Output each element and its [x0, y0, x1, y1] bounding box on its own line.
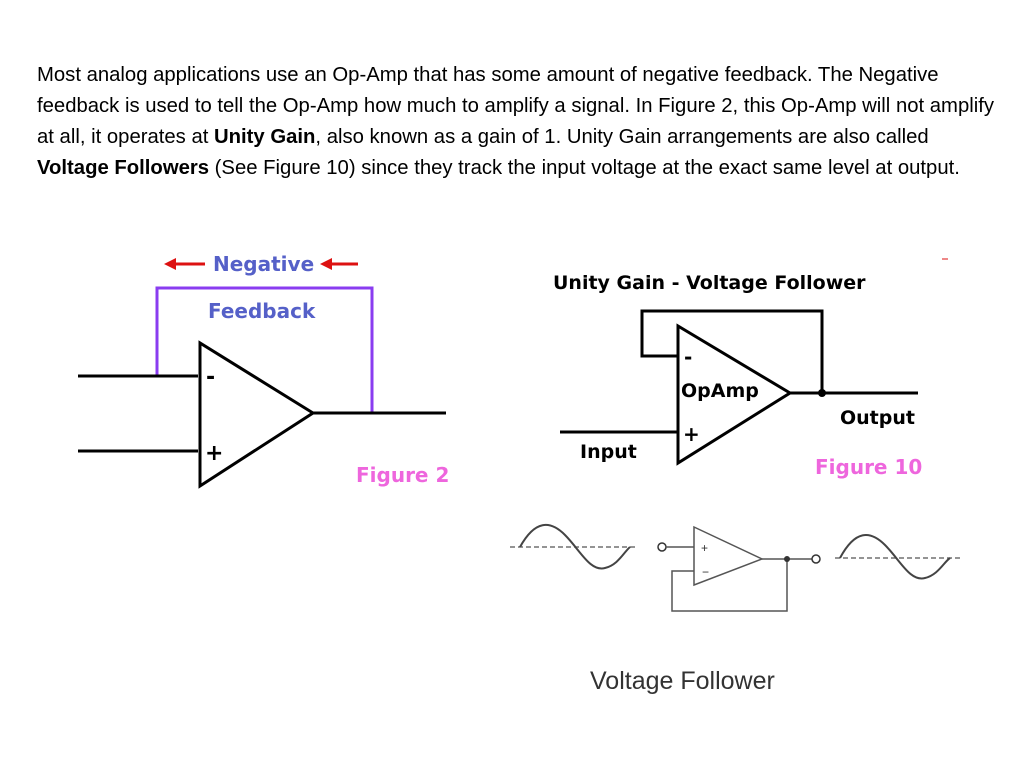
- paragraph-text-2: , also known as a gain of 1. Unity Gain …: [315, 126, 929, 148]
- follower-junction: [784, 556, 790, 562]
- output-sine-wave: [839, 534, 951, 580]
- follower-minus-sign: −: [702, 565, 709, 579]
- unity-gain-term: Unity Gain: [214, 126, 316, 148]
- output-terminal: [811, 554, 821, 564]
- plus-sign: +: [683, 422, 700, 446]
- plus-sign: +: [205, 441, 223, 466]
- follower-plus-sign: +: [701, 541, 708, 555]
- minus-sign: -: [206, 365, 215, 390]
- left-arrow-icon: [164, 258, 205, 270]
- left-arrow-icon: [320, 258, 358, 270]
- input-sine-wave: [519, 523, 631, 570]
- negative-label: Negative: [213, 252, 314, 276]
- figure-10: Unity Gain - Voltage Follower - OpAmp + …: [553, 258, 948, 479]
- junction-dot: [818, 389, 826, 397]
- figure-10-title: Unity Gain - Voltage Follower: [553, 272, 866, 294]
- feedback-loop: [155, 286, 374, 413]
- input-terminal: [657, 542, 667, 552]
- paragraph-text-1: Most analog applications use an Op-Amp t…: [37, 64, 995, 148]
- paragraph-text-3: (See Figure 10) since they track the inp…: [209, 157, 960, 179]
- output-label: Output: [840, 407, 915, 429]
- minus-sign: -: [684, 345, 692, 369]
- opamp-triangle: [676, 323, 793, 466]
- opamp-triangle: [198, 340, 316, 489]
- feedback-loop: [640, 309, 824, 393]
- voltage-followers-term: Voltage Followers: [37, 157, 210, 179]
- follower-opamp: [693, 525, 764, 587]
- explanation-paragraph: Most analog applications use an Op-Amp t…: [37, 60, 997, 184]
- figure-2: Negative Feedback - + Figure 2: [78, 252, 449, 489]
- opamp-label: OpAmp: [681, 380, 759, 402]
- voltage-follower-sketch: + − Voltage Follower: [510, 523, 962, 695]
- input-label: Input: [580, 441, 637, 463]
- figure-2-caption: Figure 2: [356, 463, 449, 487]
- follower-feedback: [671, 559, 788, 612]
- figure-10-caption: Figure 10: [815, 455, 922, 479]
- feedback-label: Feedback: [208, 299, 316, 323]
- voltage-follower-caption: Voltage Follower: [590, 667, 775, 695]
